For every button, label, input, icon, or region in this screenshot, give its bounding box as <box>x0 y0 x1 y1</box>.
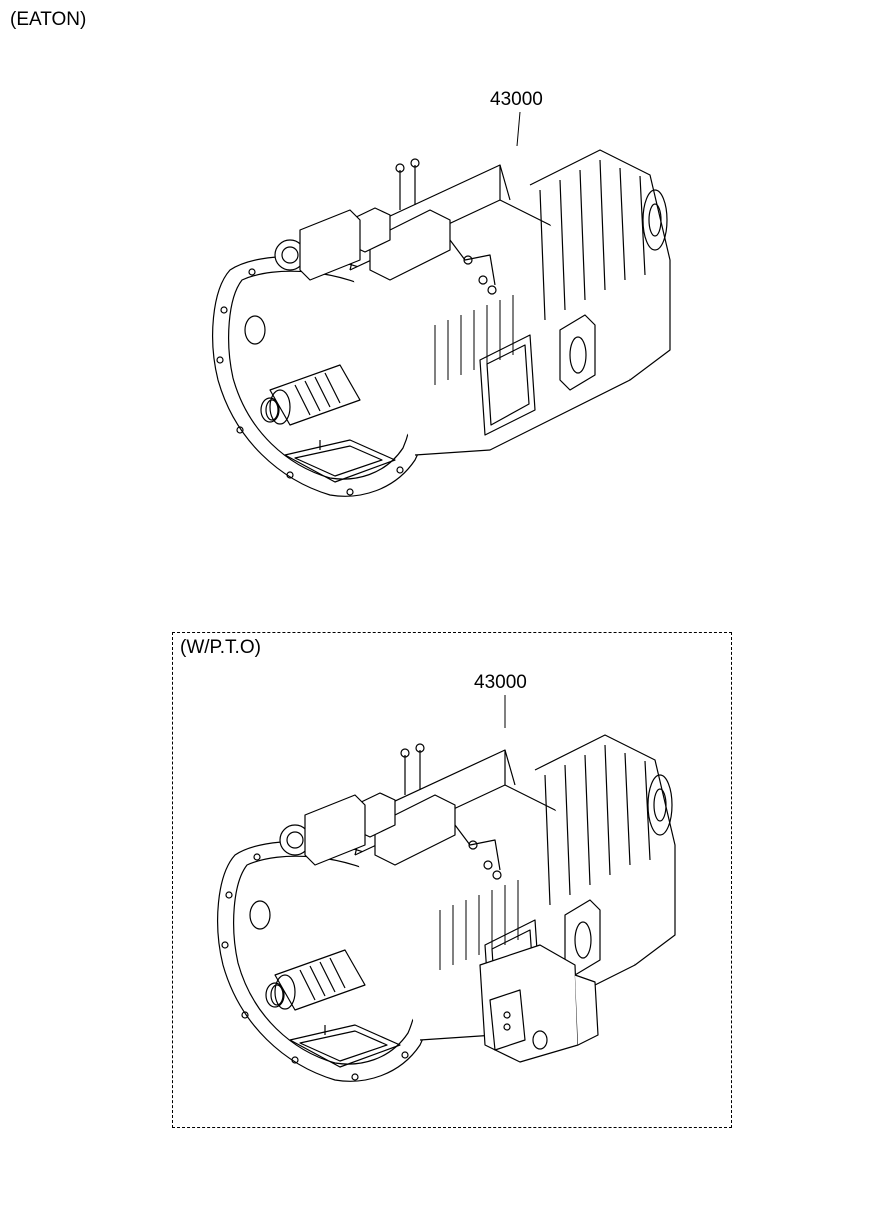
leader-line <box>516 111 521 147</box>
group-label-pto: (W/P.T.O) <box>180 637 261 658</box>
pto-variant-frame <box>172 632 732 1128</box>
pto-unit <box>479 944 599 1063</box>
transmission-illustration <box>217 734 676 1082</box>
part-number-label[interactable]: 43000 <box>490 89 543 110</box>
group-label-eaton: (EATON) <box>10 9 87 30</box>
transmission-illustration <box>212 149 671 497</box>
part-number-label[interactable]: 43000 <box>474 672 527 693</box>
